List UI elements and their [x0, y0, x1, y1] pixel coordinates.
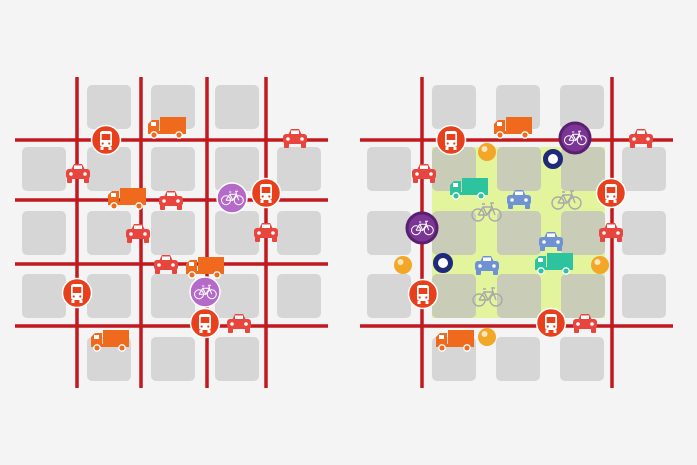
city-block — [561, 147, 605, 191]
city-block — [622, 147, 666, 191]
ball-icon — [478, 143, 496, 161]
ball-highlight — [397, 259, 404, 265]
city-block — [561, 211, 605, 255]
ring-icon — [433, 253, 453, 273]
ball-highlight — [481, 146, 488, 152]
city-block — [87, 211, 131, 255]
ball-icon — [478, 328, 496, 346]
city-block — [497, 274, 541, 318]
city-block — [151, 274, 195, 318]
ring-icon — [543, 149, 563, 169]
city-block — [277, 211, 321, 255]
city-block — [367, 274, 411, 318]
city-block — [560, 337, 604, 381]
truck-icon — [107, 187, 147, 210]
city-block — [432, 85, 476, 129]
city-block — [497, 147, 541, 191]
ball-highlight — [481, 331, 488, 337]
city-block — [622, 211, 666, 255]
city-block — [151, 147, 195, 191]
city-block — [22, 211, 66, 255]
city-block — [22, 274, 66, 318]
ball-icon — [394, 256, 412, 274]
ball-icon — [591, 256, 609, 274]
city-block — [87, 274, 131, 318]
city-block — [497, 211, 541, 255]
city-block — [215, 85, 259, 129]
car-icon — [159, 191, 183, 210]
city-block — [215, 147, 259, 191]
car-icon — [629, 129, 653, 148]
city-block — [87, 147, 131, 191]
ball-highlight — [594, 259, 601, 265]
truck-icon — [493, 116, 533, 139]
city-block — [367, 211, 411, 255]
city-block — [87, 85, 131, 129]
city-block — [277, 274, 321, 318]
city-block — [560, 85, 604, 129]
city-block — [432, 274, 476, 318]
city-block — [22, 147, 66, 191]
city-block — [622, 274, 666, 318]
city-block — [561, 274, 605, 318]
city-block — [432, 211, 476, 255]
truck-icon — [147, 116, 187, 139]
truck-icon — [185, 256, 225, 279]
city-block — [215, 337, 259, 381]
city-block — [367, 147, 411, 191]
city-block — [496, 337, 540, 381]
city-block — [151, 337, 195, 381]
city-block — [215, 274, 259, 318]
car-icon — [283, 129, 307, 148]
car-icon — [154, 255, 178, 274]
city-block — [277, 147, 321, 191]
city-block — [151, 211, 195, 255]
city-block — [215, 211, 259, 255]
